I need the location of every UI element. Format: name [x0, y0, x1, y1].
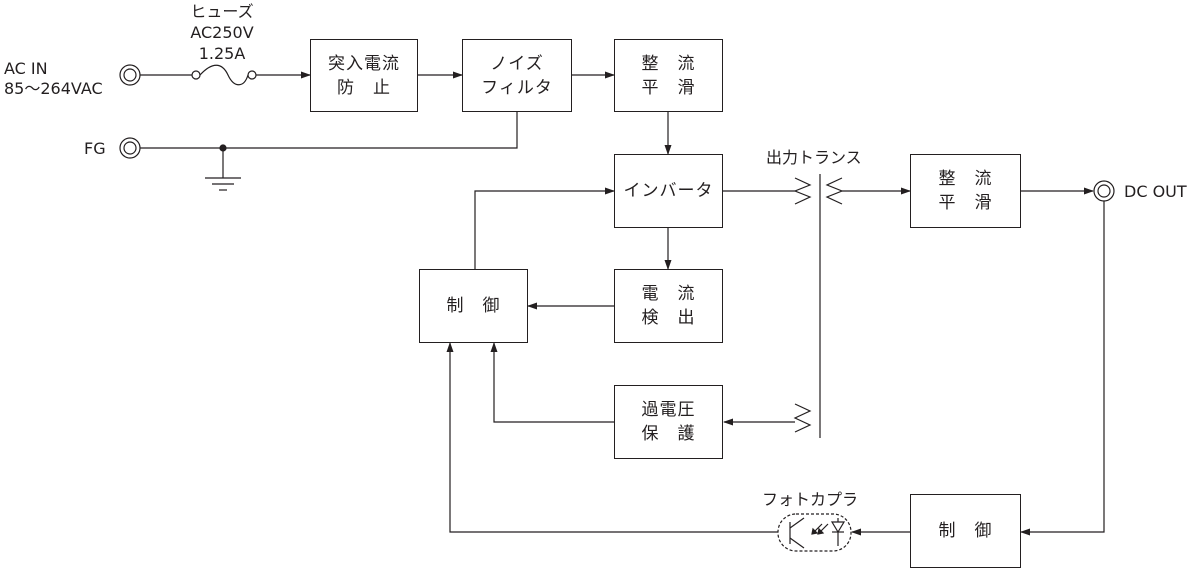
wire-dcout-control: [1020, 201, 1105, 536]
block-line: ノイズ: [490, 53, 544, 74]
fuse-voltage-label: AC250V: [190, 23, 254, 42]
fuse-name-label: ヒューズ: [190, 2, 254, 21]
noise-filter-block: ノイズ フィルタ: [462, 39, 572, 112]
block-line: 突入電流: [328, 53, 400, 74]
fg-label: FG: [84, 139, 106, 158]
main-control-block: 制 御: [419, 269, 528, 343]
fuse-icon: [191, 64, 257, 86]
transformer-label: 出力トランス: [766, 148, 862, 167]
wire-control-inverter: [474, 187, 615, 269]
ac-in-terminal-icon: [119, 64, 141, 86]
transformer-icon: [793, 174, 844, 438]
block-line: 平 滑: [938, 193, 993, 213]
block-line: 平 滑: [641, 77, 696, 98]
ac-in-range-label: 85～264VAC: [4, 79, 103, 98]
block-line: 過電圧: [641, 400, 696, 420]
dc-out-terminal-icon: [1093, 180, 1115, 202]
current-detect-block: 電 流 検 出: [614, 269, 723, 343]
photocoupler-label: フォトカプラ: [762, 490, 859, 509]
block-line: 電 流: [641, 284, 696, 304]
fg-terminal-icon: [119, 137, 141, 159]
wire-photo-control: [446, 342, 778, 533]
block-line: 保 護: [641, 424, 696, 444]
wire-fg: [140, 112, 518, 149]
output-control-block: 制 御: [910, 494, 1021, 568]
output-rectifier-block: 整 流 平 滑: [910, 154, 1021, 228]
block-line: インバータ: [623, 181, 714, 201]
wire-ovp-control: [490, 342, 614, 423]
ac-in-label: AC IN: [4, 59, 48, 78]
overvoltage-protection-block: 過電圧 保 護: [614, 385, 723, 459]
block-line: フィルタ: [481, 77, 553, 98]
photocoupler-icon: [777, 513, 852, 552]
inrush-prevention-block: 突入電流 防 止: [310, 39, 418, 112]
inverter-block: インバータ: [614, 154, 723, 228]
block-line: 検 出: [641, 308, 696, 328]
dc-out-label: DC OUT: [1124, 182, 1187, 201]
block-line: 整 流: [641, 53, 696, 74]
block-line: 制 御: [938, 521, 993, 541]
ground-icon: [205, 148, 241, 191]
block-line: 制 御: [446, 296, 501, 316]
block-line: 整 流: [938, 169, 993, 189]
input-rectifier-block: 整 流 平 滑: [614, 39, 723, 112]
fuse-current-label: 1.25A: [198, 44, 246, 63]
block-line: 防 止: [337, 77, 391, 98]
